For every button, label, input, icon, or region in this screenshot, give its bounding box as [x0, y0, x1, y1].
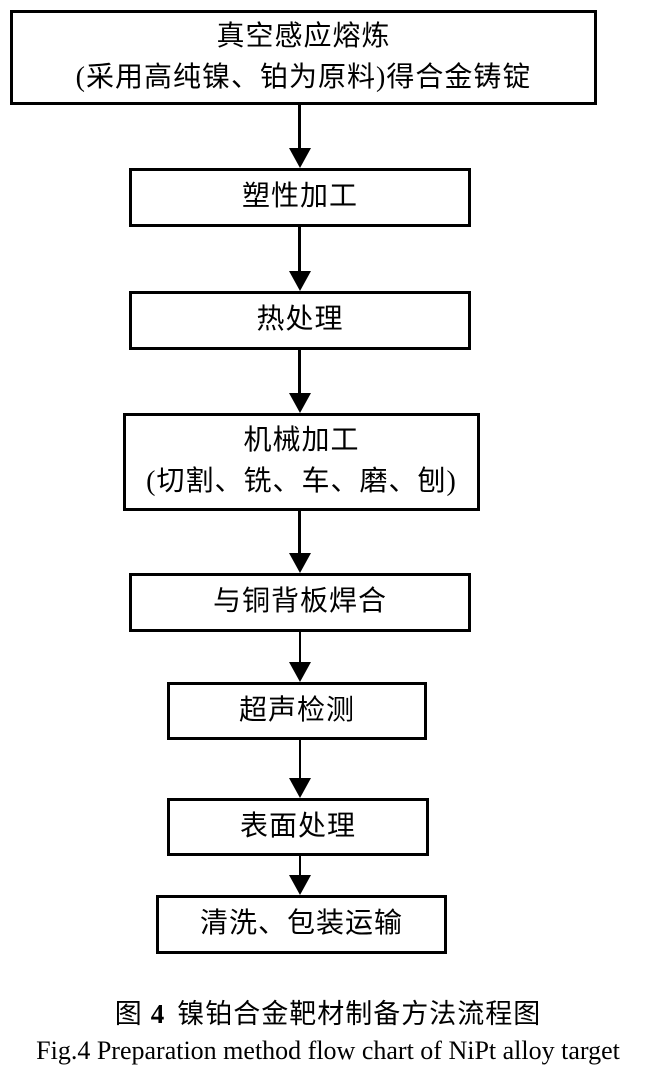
flow-step-cleaning-packaging-shipping: 清洗、包装运输 [156, 895, 447, 954]
arrow-shaft [299, 632, 301, 664]
flow-step-plastic-working: 塑性加工 [129, 168, 471, 227]
arrow-head [289, 553, 311, 573]
flow-step-label: 表面处理 [239, 810, 356, 842]
flow-step-heat-treatment: 热处理 [129, 291, 471, 350]
flow-step-ultrasonic-inspection: 超声检测 [167, 682, 427, 740]
arrow-head [289, 875, 311, 895]
flow-step-label: 热处理 [256, 304, 344, 336]
arrow-down-icon [289, 105, 311, 168]
arrow-down-icon [289, 740, 311, 798]
arrow-shaft [298, 350, 301, 395]
flow-step-label: 清洗、包装运输 [199, 908, 403, 940]
arrow-shaft [298, 227, 301, 273]
arrow-down-icon [289, 856, 311, 895]
arrow-head [289, 393, 311, 413]
arrow-head [289, 271, 311, 291]
figure-caption-english: Fig.4 Preparation method flow chart of N… [36, 1036, 620, 1065]
arrow-shaft [298, 510, 301, 555]
flow-step-label: 与铜背板焊合 [212, 586, 387, 618]
arrow-shaft [299, 740, 301, 780]
arrow-head [289, 778, 311, 798]
arrow-shaft [299, 856, 301, 877]
arrow-head [289, 662, 311, 682]
flow-step-surface-treatment: 表面处理 [167, 798, 429, 856]
flow-step-label: 机械加工 [243, 425, 360, 457]
flow-step-sublabel: (采用高纯镍、铂为原料)得合金铸锭 [75, 61, 532, 93]
arrow-down-icon [289, 510, 311, 573]
flow-step-label: 超声检测 [238, 694, 355, 726]
figure-caption-fig-word: 图 [114, 999, 143, 1029]
arrow-down-icon [289, 632, 311, 682]
arrow-down-icon [289, 350, 311, 413]
figure-caption-title: 镍铂合金靶材制备方法流程图 [177, 999, 542, 1029]
flow-step-label: 塑性加工 [241, 181, 358, 213]
arrow-down-icon [289, 227, 311, 291]
flow-step-vacuum-induction-melting: 真空感应熔炼 (采用高纯镍、铂为原料)得合金铸锭 [10, 10, 597, 105]
arrow-shaft [298, 105, 301, 150]
flow-step-label: 真空感应熔炼 [216, 20, 391, 52]
arrow-head [289, 148, 311, 168]
flow-step-welding-to-copper-backplate: 与铜背板焊合 [129, 573, 471, 632]
flow-step-machining: 机械加工 (切割、铣、车、磨、刨) [123, 413, 480, 511]
flow-step-sublabel: (切割、铣、车、磨、刨) [146, 466, 457, 497]
figure-caption-number: 4 [150, 999, 166, 1029]
